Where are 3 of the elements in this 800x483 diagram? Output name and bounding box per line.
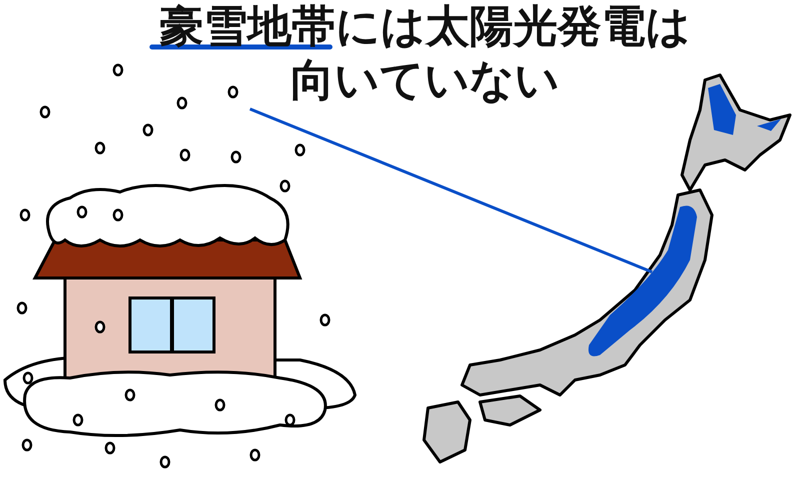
caption-text: 豪雪地帯には太陽光発電は向いていない	[140, 0, 710, 108]
snow-region	[588, 206, 697, 356]
leader-line	[249, 108, 653, 274]
